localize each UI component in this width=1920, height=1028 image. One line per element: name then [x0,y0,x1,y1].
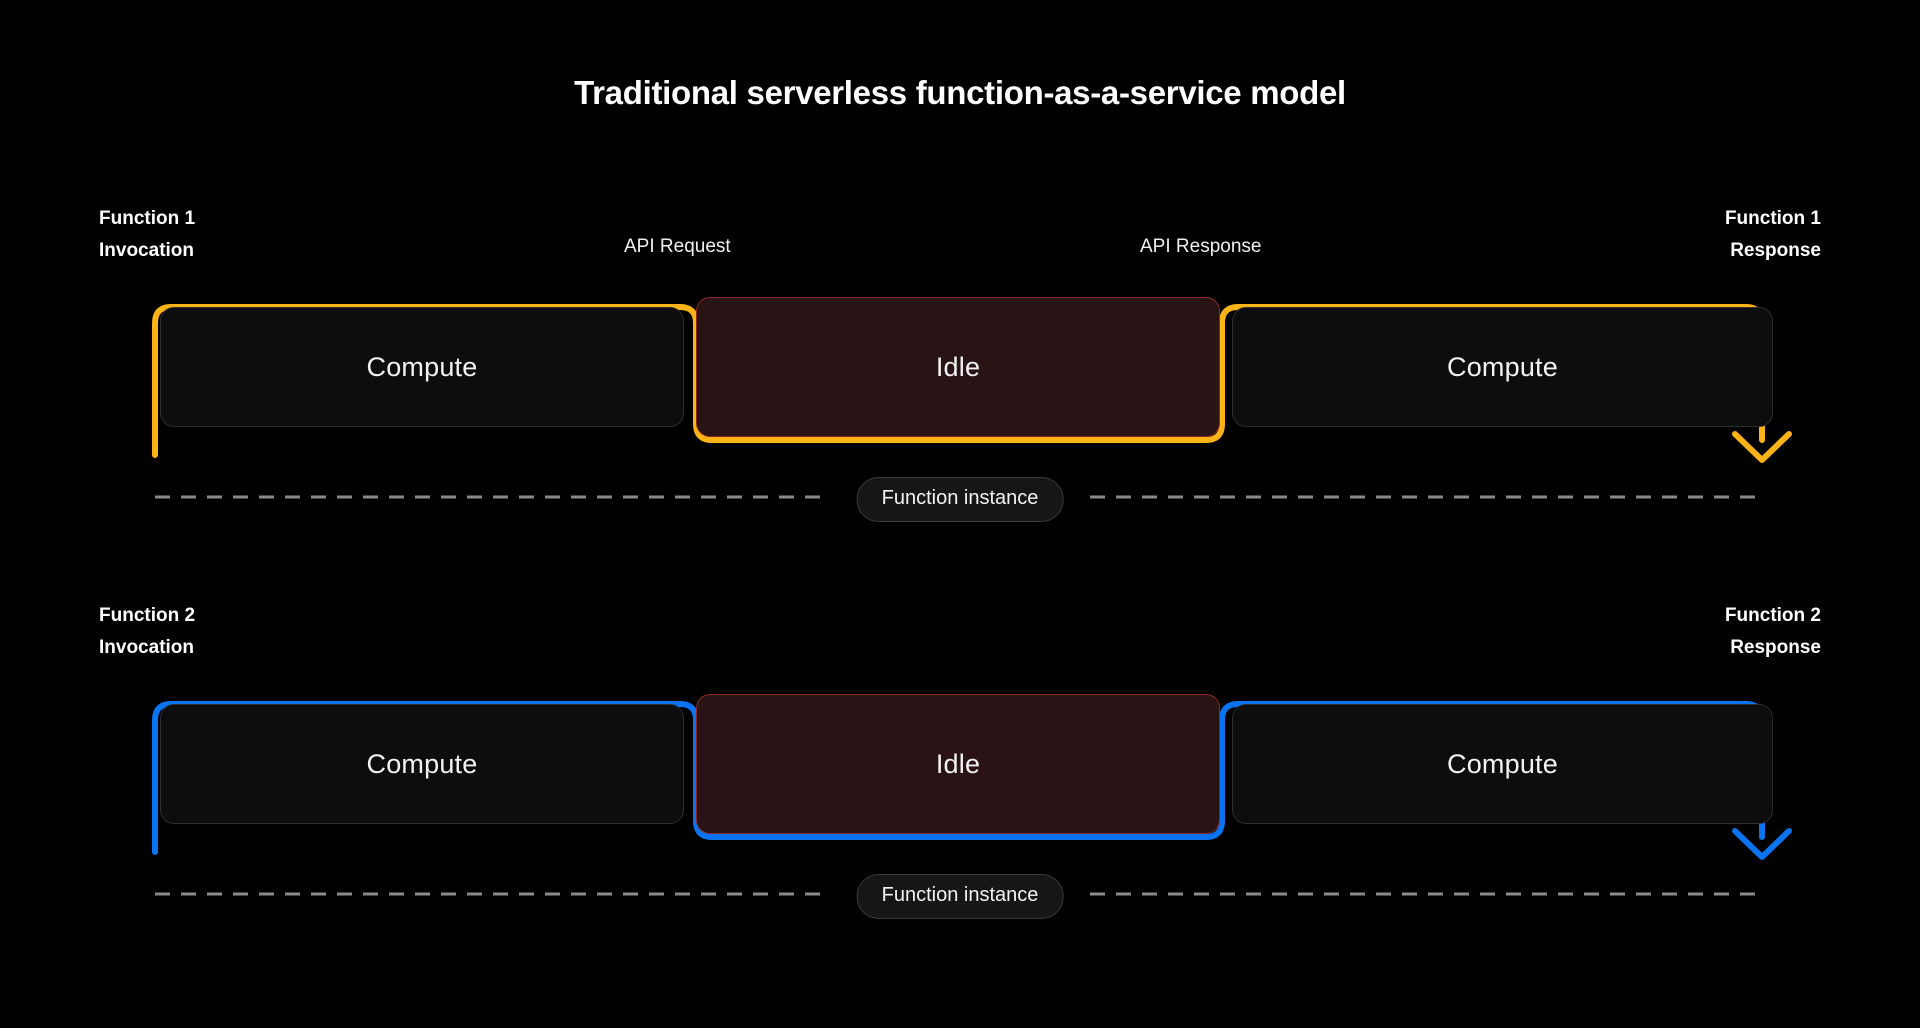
function-2-compute-segment-2[interactable]: Compute [1232,704,1773,824]
function-2-instance-badge: Function instance [856,874,1064,919]
function-1-response-label: Function 1 Response [1724,208,1821,261]
function-2-arrowhead-icon [1732,828,1792,860]
function-1-api-response-label: API Response [1140,236,1262,257]
function-2-segments: Compute Idle Compute [160,694,1773,834]
page-title: Traditional serverless function-as-a-ser… [574,74,1346,111]
function-2-response-label: Function 2 Response [1724,605,1821,658]
function-1-compute-segment-1[interactable]: Compute [160,307,684,427]
function-1-api-request-label: API Request [624,236,731,257]
function-1-idle-segment[interactable]: Idle [696,297,1220,437]
function-1-invocation-label: Function 1 Invocation [99,208,196,261]
function-1-instance-badge: Function instance [856,477,1064,522]
function-1-segments: Compute Idle Compute [160,297,1773,437]
function-2-idle-segment[interactable]: Idle [696,694,1220,834]
function-2-compute-segment-1[interactable]: Compute [160,704,684,824]
function-1-compute-segment-2[interactable]: Compute [1232,307,1773,427]
function-2-invocation-label: Function 2 Invocation [99,605,196,658]
function-1-arrowhead-icon [1732,431,1792,463]
